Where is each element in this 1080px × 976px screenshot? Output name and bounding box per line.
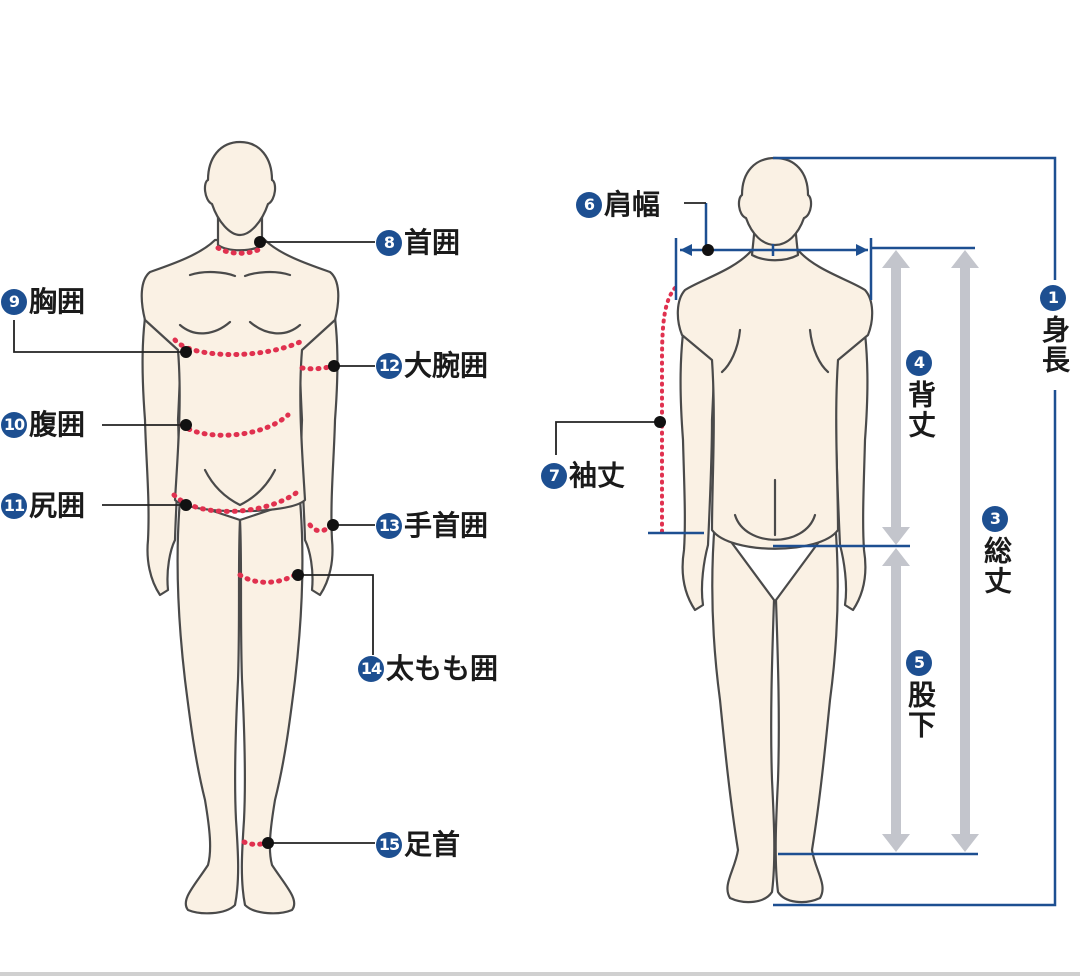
badge-1: 1 [1040, 285, 1066, 311]
badge-9: 9 [1, 289, 27, 315]
label-inseam: 5 股下 [904, 650, 937, 740]
label-neck-circumference: 8 首囲 [376, 229, 460, 257]
label-total-length: 3 総丈 [980, 506, 1013, 596]
badge-14: 14 [358, 656, 384, 682]
badge-6: 6 [576, 192, 602, 218]
badge-10: 10 [1, 412, 27, 438]
label-chest-circumference: 9 胸囲 [1, 288, 85, 316]
sleeve-dot [654, 416, 666, 428]
gray-arrows [882, 250, 979, 852]
sleeve-leader [555, 421, 662, 455]
badge-3: 3 [982, 506, 1008, 532]
shoulder-dot [702, 244, 714, 256]
label-waist-circumference: 10 腹囲 [1, 411, 85, 439]
front-figure [140, 140, 340, 915]
badge-4: 4 [906, 350, 932, 376]
badge-15: 15 [376, 832, 402, 858]
sleeve-dots [660, 286, 677, 537]
label-height: 1 身長 [1038, 285, 1071, 375]
label-ankle-circumference: 15 足首 [376, 831, 460, 859]
badge-13: 13 [376, 513, 402, 539]
label-hip-circumference: 11 尻囲 [1, 492, 85, 520]
label-sleeve-length: 7 袖丈 [541, 462, 625, 490]
label-back-length: 4 背丈 [904, 350, 937, 440]
badge-8: 8 [376, 230, 402, 256]
badge-5: 5 [906, 650, 932, 676]
label-thigh-circumference: 14 太もも囲 [358, 655, 498, 683]
front-leader-lines [13, 241, 375, 844]
label-shoulder-width: 6 肩幅 [576, 191, 660, 219]
bottom-divider [0, 972, 1080, 976]
label-wrist-circumference: 13 手首囲 [376, 512, 488, 540]
badge-7: 7 [541, 463, 567, 489]
badge-11: 11 [1, 493, 27, 519]
badge-12: 12 [376, 353, 402, 379]
blue-arrowheads [680, 244, 868, 256]
back-figure [676, 156, 874, 904]
label-upper-arm-circumference: 12 大腕囲 [376, 352, 488, 380]
front-leader-dots [180, 236, 340, 849]
